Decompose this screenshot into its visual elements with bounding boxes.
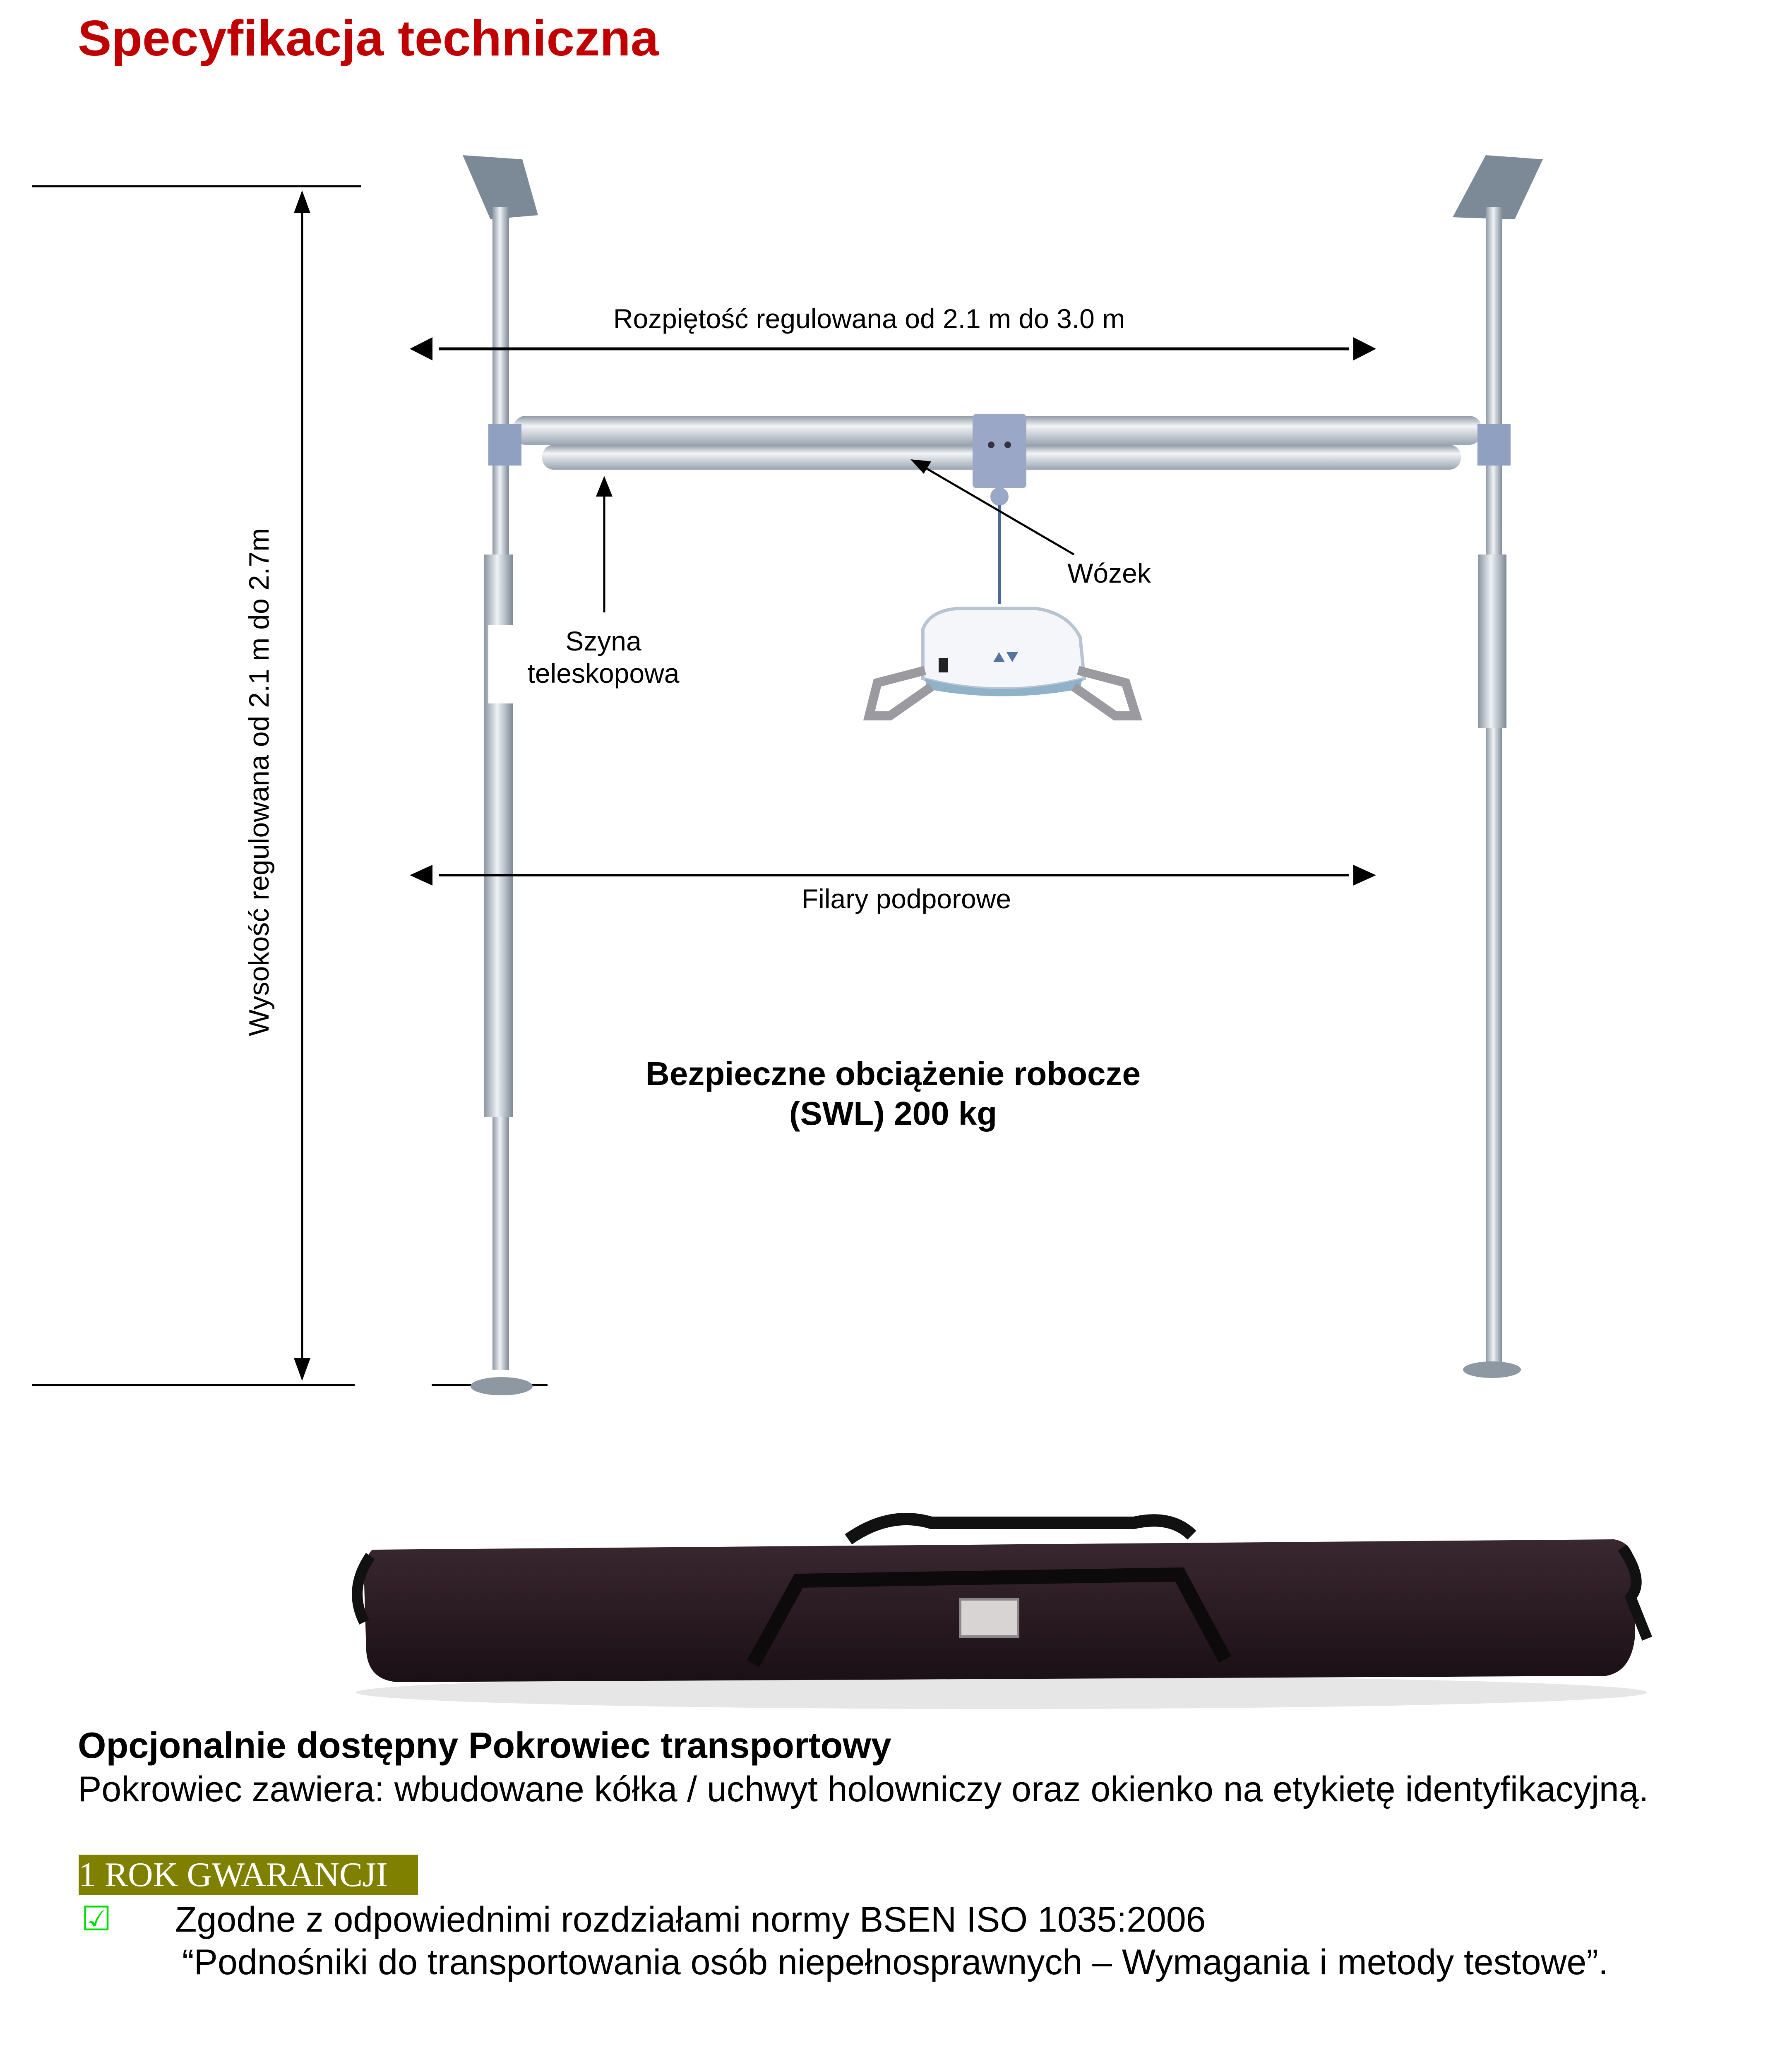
- pillars-arrow: [410, 865, 1376, 886]
- trolley: [973, 414, 1026, 604]
- swl-line1: Bezpieczne obciążenie robocze: [646, 1055, 1141, 1092]
- trolley-pointer-arrow: [910, 459, 1075, 556]
- bag-description: Pokrowiec zawiera: wbudowane kółka / uch…: [78, 1769, 1649, 1809]
- bag-heading: Opcjonalnie dostępny Pokrowiec transport…: [78, 1725, 891, 1766]
- transport-bag: [352, 1513, 1653, 1709]
- pillars-label: Filary podporowe: [801, 883, 1011, 914]
- product-illustration: [32, 155, 1653, 1709]
- warranty-badge: 1 ROK GWARANCJI: [79, 1855, 418, 1895]
- rail-label-line2: teleskopowa: [527, 658, 680, 689]
- swl-line2: (SWL) 200 kg: [789, 1095, 997, 1132]
- right-pillar: [1453, 155, 1543, 1378]
- page-title: Specyfikacja techniczna: [78, 10, 659, 66]
- telescopic-rail-label: Szyna teleskopowa: [528, 625, 680, 689]
- left-pillar: [463, 155, 538, 1395]
- standard-title-text: “Podnośniki do transportowania osób niep…: [182, 1942, 1608, 1982]
- checkbox-checked-icon: ☑: [81, 1900, 112, 1938]
- trolley-label: Wózek: [1067, 558, 1151, 588]
- spreader-bar: [863, 607, 1142, 720]
- rail-label-line1: Szyna: [565, 626, 641, 656]
- height-dimension: [32, 185, 548, 1386]
- safe-working-load: Bezpieczne obciążenie robocze (SWL) 200 …: [646, 1054, 1141, 1133]
- standard-compliance-text: Zgodne z odpowiednimi rozdziałami normy …: [175, 1900, 1206, 1939]
- rail-pointer-arrow: [596, 476, 613, 612]
- span-arrow: [410, 337, 1376, 360]
- span-range-label: Rozpiętość regulowana od 2.1 m do 3.0 m: [613, 303, 1125, 334]
- height-range-label: Wysokość regulowana od 2.1 m do 2.7m: [243, 528, 275, 1036]
